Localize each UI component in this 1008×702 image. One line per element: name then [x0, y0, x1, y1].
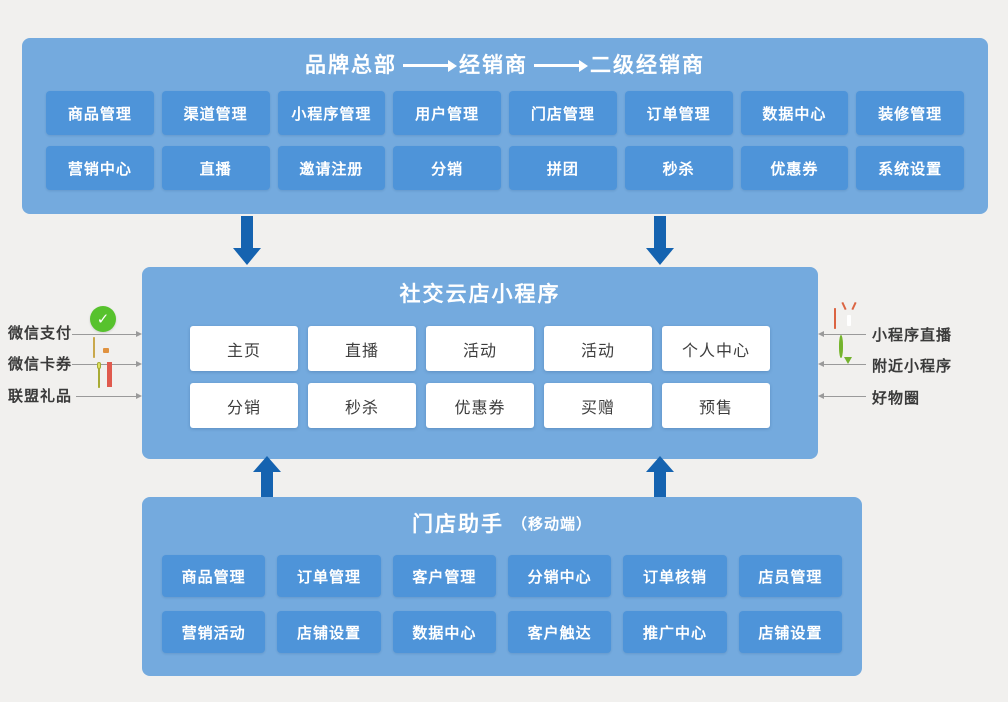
store-feature-box: 店铺设置	[738, 611, 842, 653]
wechat-pay-check-icon	[90, 306, 116, 332]
down-arrow-icon	[646, 216, 674, 265]
mini-program-panel: 社交云店小程序 主页 直播 活动 活动 个人中心 分销 秒杀 优惠券 买赠 预售	[142, 267, 818, 459]
store-feature-box: 商品管理	[162, 555, 266, 597]
location-balloon-icon	[839, 335, 843, 358]
left-link-label: 联盟礼品	[8, 387, 73, 405]
connector-line	[72, 331, 142, 337]
mp-feature-box: 优惠券	[426, 383, 534, 428]
left-link-label: 微信支付	[8, 324, 73, 342]
hq-feature-box: 拼团	[509, 146, 617, 190]
connector-line	[818, 361, 866, 367]
hq-feature-grid: 商品管理 渠道管理 小程序管理 用户管理 门店管理 订单管理 数据中心 装修管理…	[22, 91, 988, 190]
hq-panel: 品牌总部 经销商 二级经销商 商品管理 渠道管理 小程序管理 用户管理 门店管理…	[22, 38, 988, 214]
gift-box-icon	[98, 367, 100, 388]
up-arrow-icon	[646, 456, 674, 498]
store-feature-box: 店铺设置	[277, 611, 381, 653]
store-assistant-panel-title: 门店助手 （移动端）	[142, 497, 862, 538]
store-feature-box: 数据中心	[392, 611, 496, 653]
mp-feature-box: 活动	[544, 326, 652, 371]
hq-feature-box: 小程序管理	[277, 91, 386, 135]
title-distributor: 经销商	[459, 53, 528, 77]
mp-feature-box: 分销	[190, 383, 298, 428]
hq-feature-box: 渠道管理	[161, 91, 270, 135]
hq-feature-box: 用户管理	[393, 91, 501, 135]
right-link-label: 附近小程序	[872, 357, 953, 375]
mp-feature-box: 个人中心	[662, 326, 770, 371]
store-feature-box: 订单核销	[623, 555, 727, 597]
mini-program-title-text: 社交云店小程序	[399, 282, 561, 306]
hq-feature-box: 秒杀	[624, 146, 733, 190]
store-feature-box: 推广中心	[623, 611, 727, 653]
store-assistant-panel: 门店助手 （移动端） 商品管理 订单管理 客户管理 分销中心 订单核销 店员管理…	[142, 497, 862, 676]
store-feature-box: 分销中心	[508, 555, 612, 597]
left-link-label: 微信卡券	[8, 355, 73, 373]
hq-feature-box: 直播	[161, 146, 270, 190]
store-feature-grid: 商品管理 订单管理 客户管理 分销中心 订单核销 店员管理 营销活动 店铺设置 …	[142, 555, 862, 653]
store-feature-box: 店员管理	[738, 555, 842, 597]
title-brand-hq: 品牌总部	[305, 53, 397, 77]
hq-feature-box: 装修管理	[856, 91, 964, 135]
right-link-label: 小程序直播	[872, 326, 953, 344]
mp-feature-box: 直播	[308, 326, 416, 371]
title-sub-distributor: 二级经销商	[590, 53, 705, 77]
wechat-card-icon	[93, 337, 95, 358]
hq-feature-box: 门店管理	[509, 91, 617, 135]
hq-feature-box: 营销中心	[46, 146, 154, 190]
store-feature-box: 营销活动	[162, 611, 266, 653]
right-arrow-icon	[403, 59, 457, 72]
live-tv-icon	[834, 308, 851, 329]
store-feature-box: 订单管理	[277, 555, 381, 597]
mp-feature-box: 活动	[426, 326, 534, 371]
right-link-label: 好物圈	[872, 389, 921, 407]
hq-feature-box: 数据中心	[740, 91, 849, 135]
mp-feature-box: 主页	[190, 326, 298, 371]
store-assistant-subtitle: （移动端）	[511, 515, 592, 533]
down-arrow-icon	[233, 216, 261, 265]
hq-feature-box: 优惠券	[740, 146, 849, 190]
store-assistant-title-text: 门店助手	[411, 512, 504, 536]
hq-feature-box: 邀请注册	[277, 146, 386, 190]
store-feature-box: 客户触达	[508, 611, 612, 653]
hq-feature-box: 系统设置	[856, 146, 964, 190]
hq-feature-box: 商品管理	[46, 91, 154, 135]
mini-program-panel-title: 社交云店小程序	[142, 267, 818, 308]
mp-feature-box: 秒杀	[308, 383, 416, 428]
connector-line	[818, 331, 866, 337]
mp-feature-box: 预售	[662, 383, 770, 428]
hq-panel-title: 品牌总部 经销商 二级经销商	[22, 38, 988, 79]
hq-feature-box: 分销	[393, 146, 501, 190]
mp-feature-box: 买赠	[544, 383, 652, 428]
connector-line	[76, 393, 142, 399]
hq-feature-box: 订单管理	[624, 91, 733, 135]
up-arrow-icon	[253, 456, 281, 498]
connector-line	[72, 361, 142, 367]
right-arrow-icon	[534, 59, 588, 72]
connector-line	[818, 393, 866, 399]
mini-program-feature-grid: 主页 直播 活动 活动 个人中心 分销 秒杀 优惠券 买赠 预售	[142, 326, 818, 428]
store-feature-box: 客户管理	[392, 555, 496, 597]
